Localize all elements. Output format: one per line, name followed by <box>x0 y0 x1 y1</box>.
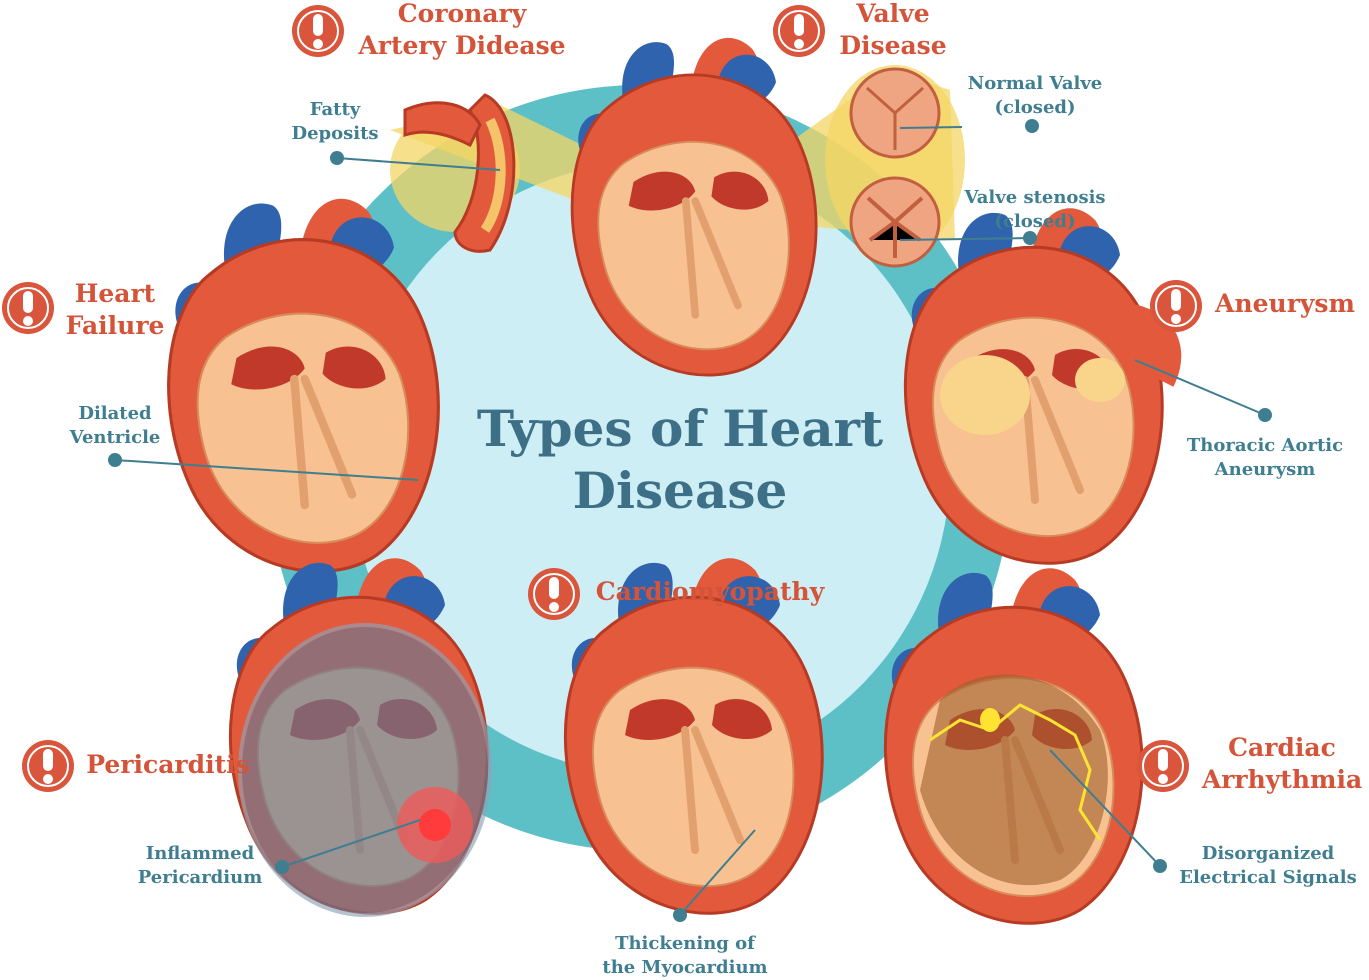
label-cardiac-arrhythmia: Cardiac Arrhythmia <box>1201 733 1363 794</box>
warning-icon <box>528 568 580 620</box>
label-coronary-artery-disease: Coronary Artery Didease <box>358 0 566 60</box>
artery-section <box>403 93 516 253</box>
warning-icon <box>292 5 344 57</box>
warning-icon <box>1150 280 1202 332</box>
warning-icon <box>1137 740 1189 792</box>
label-pericarditis: Pericarditis <box>86 750 250 779</box>
normal-valve <box>849 67 941 159</box>
callout-dilated-ventricle: Dilated Ventricle <box>69 403 161 448</box>
stenosis-valve <box>849 176 941 268</box>
label-heart-failure: Heart Failure <box>65 279 165 340</box>
label-cardiomyopathy: Cardiomyopathy <box>595 577 825 606</box>
callout-thickening-myocardium: Thickening of the Myocardium <box>602 933 768 978</box>
label-aneurysm: Aneurysm <box>1215 289 1355 318</box>
callout-thoracic-aortic-aneurysm: Thoracic Aortic Aneurysm <box>1186 435 1344 480</box>
callout-disorganized-signals: Disorganized Electrical Signals <box>1179 843 1357 888</box>
warning-icon <box>773 5 825 57</box>
heart-arrhythmia <box>885 568 1142 923</box>
callout-valve-stenosis: Valve stenosis (closed) <box>964 187 1106 232</box>
warning-icon <box>2 282 54 334</box>
ring-center <box>350 162 950 774</box>
warning-icon <box>22 740 74 792</box>
heart-aneurysm <box>905 208 1182 563</box>
callout-normal-valve: Normal Valve (closed) <box>967 73 1103 118</box>
leader-lines <box>108 119 1272 922</box>
diagram-title: Types of Heart Disease <box>476 399 884 520</box>
callout-inflamed-pericardium: Inflammed Pericardium <box>137 843 263 888</box>
callout-fatty-deposits: Fatty Deposits <box>291 99 379 144</box>
label-valve-disease: Valve Disease <box>839 0 947 60</box>
heart-pericarditis <box>230 558 492 915</box>
